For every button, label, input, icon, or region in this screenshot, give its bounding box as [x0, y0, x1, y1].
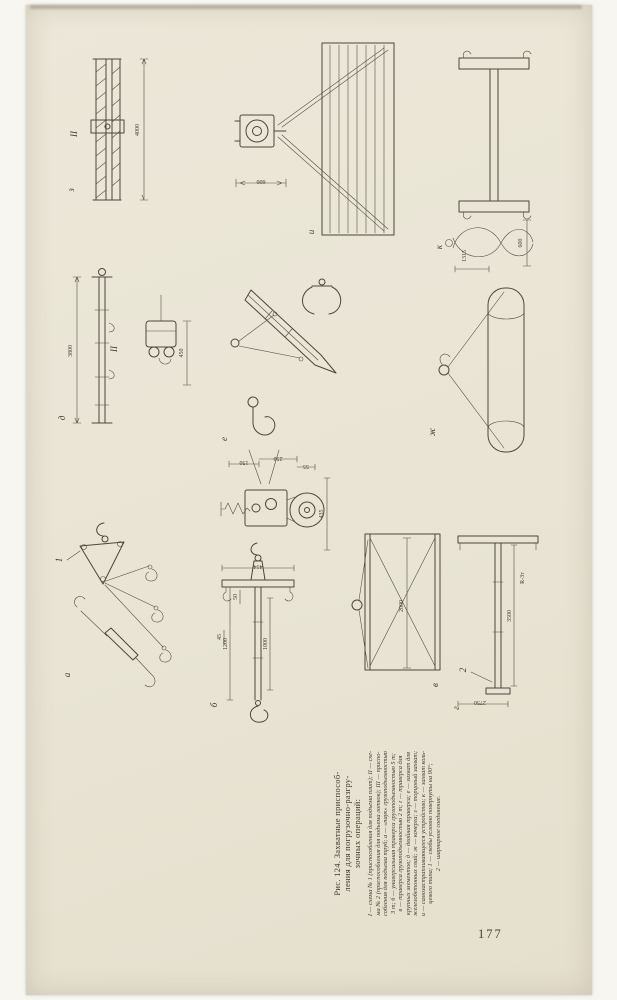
figure-zh-label: ж	[427, 427, 437, 436]
figure-b-label: б	[209, 702, 219, 707]
figure-z-label: з	[66, 188, 76, 193]
figure-z-end-grab: 4000 II з	[66, 58, 149, 201]
caption-legend-line: в — траверса грузоподъемностью 2 т; г — …	[397, 755, 404, 912]
figure-z-drawing	[90, 58, 149, 201]
figure-g-drawing	[457, 535, 539, 708]
dim-2000: 2000	[399, 600, 405, 612]
figure-e-label: е	[219, 437, 229, 441]
figure-zh-pipe-sling: ж	[427, 287, 525, 453]
scan-edge-artifact	[30, 5, 582, 9]
caption-legend-line: I — схема № 1 (приспособления для подъем…	[367, 750, 374, 917]
figure-b-universal-traverse: 414 50 45 1200 1000 б	[209, 542, 295, 723]
caption-legend: I — схема № 1 (приспособления для подъем…	[367, 715, 442, 952]
clamp-detail-drawing	[220, 449, 331, 551]
caption-legend-line: 2 — шарнирное соединение.	[434, 795, 442, 872]
dim-1200: 1200	[223, 638, 229, 650]
figure-a-label: а	[62, 672, 72, 677]
dim-1315: 1315	[462, 250, 468, 262]
figure-k-ring-grab: 1315 600 к	[434, 50, 534, 273]
dim-150: 150	[240, 459, 249, 465]
figure-k-label: к	[434, 244, 444, 249]
dim-2750: 2750	[474, 699, 486, 705]
dim-435: 435	[319, 510, 325, 519]
caption-legend-line: железобетонных свай; ж — кочерга; з — то…	[412, 750, 419, 917]
figure-e-pile-grab: е	[219, 278, 342, 441]
figure-d-roman: II	[109, 345, 119, 353]
figure-e-drawing	[230, 278, 342, 436]
caption-legend-line: и — самозастрапливающееся устройство; к …	[419, 750, 427, 917]
figure-k-drawing	[445, 50, 534, 273]
figure-a-spider-sling: 1 а	[54, 522, 172, 688]
figure-d-double-traverse: 3800 450 II д	[57, 268, 192, 424]
dim-600: 600	[518, 239, 524, 248]
figure-i-drawing	[234, 42, 395, 236]
dim-55: 55	[303, 463, 309, 469]
callout-1: 1	[54, 558, 64, 563]
caption-legend-line: крупных элементов; д — двойная траверса;…	[404, 752, 412, 915]
dim-4000: 4000	[135, 124, 141, 136]
caption-legend-line: собления для подъема труб; а — «паук» гр…	[382, 751, 389, 916]
figure-d-drawing	[72, 268, 192, 424]
dim-250: 250	[274, 455, 283, 461]
page-number: 177	[478, 927, 503, 941]
callout-2: 2	[458, 667, 468, 672]
figure-v-drawing	[351, 533, 441, 671]
dim-3800: 3800	[68, 345, 74, 357]
figure-g-large-traverse: 3500 R-3т 2750 2 г	[451, 535, 539, 710]
figure-i-self-releasing-device: 600 и	[234, 42, 395, 236]
dim-600: 600	[257, 178, 266, 184]
dim-3500: 3500	[507, 610, 513, 622]
caption-title-line: зочных операций:	[352, 798, 362, 869]
figure-a-drawing	[66, 522, 172, 688]
figure-caption: Рис. 124. Захватные приспособ- ления для…	[332, 715, 474, 952]
figure-g-label: г	[451, 706, 461, 710]
figure-clamp-detail: 150 250 55 435	[220, 449, 331, 551]
caption-title: Рис. 124. Захватные приспособ- ления для…	[332, 715, 362, 952]
caption-legend-line: ма № 2 (приспособления для подъема лотко…	[374, 751, 382, 916]
figure-v-traverse-frame: 2000 в	[351, 533, 441, 687]
figure-d-label: д	[57, 415, 67, 420]
figure-zh-drawing	[438, 287, 525, 453]
figure-i-label: и	[306, 229, 316, 234]
dim-1000: 1000	[263, 638, 269, 650]
caption-legend-line: цевого типа; 1 — скобы условно повернуты…	[427, 763, 434, 904]
dim-414: 414	[254, 563, 263, 569]
figure-v-label: в	[430, 683, 440, 687]
caption-title-line: ления для погрузочно-разгру-	[342, 775, 352, 892]
dim-50: 50	[233, 594, 239, 600]
dim-45: 45	[217, 634, 223, 640]
figure-b-drawing	[221, 542, 295, 723]
figure-z-roman: II	[69, 130, 79, 138]
caption-title-line: Рис. 124. Захватные приспособ-	[332, 771, 342, 896]
caption-legend-line: 3 т; б — универсальная траверса грузопод…	[389, 753, 397, 914]
dim-450: 450	[179, 349, 185, 358]
load-note: R-3т	[520, 572, 526, 584]
